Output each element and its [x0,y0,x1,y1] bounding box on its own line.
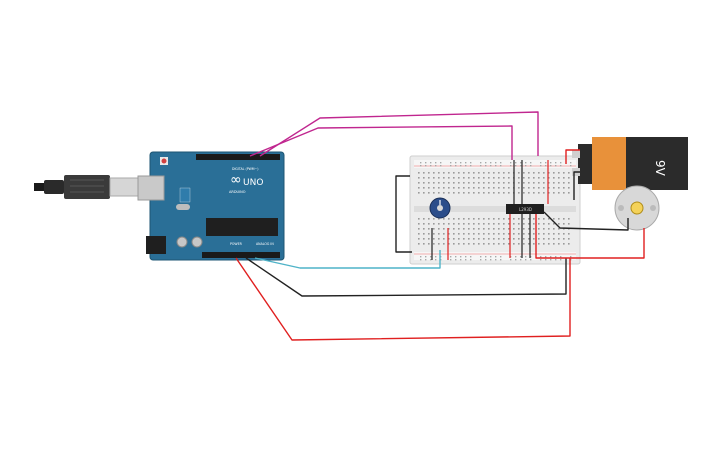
wire-cyan-pot[interactable] [254,250,441,269]
wire-battery-positive[interactable] [565,149,580,164]
arduino-brand-text: ARDUINO [229,190,246,194]
breadboard[interactable] [409,155,581,265]
analog-label: ANALOG IN [256,242,274,246]
wire-black-rail[interactable] [395,175,412,253]
arduino-uno-board[interactable]: ∞ UNO ARDUINO DIGITAL (PWM~) POWER ANALO… [137,151,285,261]
wire-motor-a[interactable] [543,211,629,231]
wires [235,111,645,341]
l293d-ic[interactable]: L293D [506,204,544,214]
atmega-chip [206,218,278,236]
breadboard-holes [418,162,572,261]
digital-header[interactable] [196,154,280,160]
battery-label: 9V [653,160,667,177]
ic-label: L293D [519,207,532,212]
9v-battery[interactable]: 9V [572,137,688,190]
digital-header-label: DIGITAL (PWM~) [232,167,258,171]
wire-magenta-1[interactable] [259,111,539,157]
power-analog-header[interactable] [202,252,280,258]
wire-black-gnd[interactable] [245,257,567,297]
arduino-logo: ∞ [230,172,242,188]
wire-motor-b[interactable] [535,214,645,259]
power-label: POWER [230,242,243,246]
wire-red-5v[interactable] [235,257,571,341]
arduino-model-text: UNO [243,178,263,188]
wire-battery-negative[interactable] [573,171,580,200]
wire-magenta-2[interactable] [249,125,513,160]
dc-motor[interactable] [614,185,660,231]
potentiometer[interactable] [429,197,451,219]
usb-cable[interactable] [34,175,139,199]
